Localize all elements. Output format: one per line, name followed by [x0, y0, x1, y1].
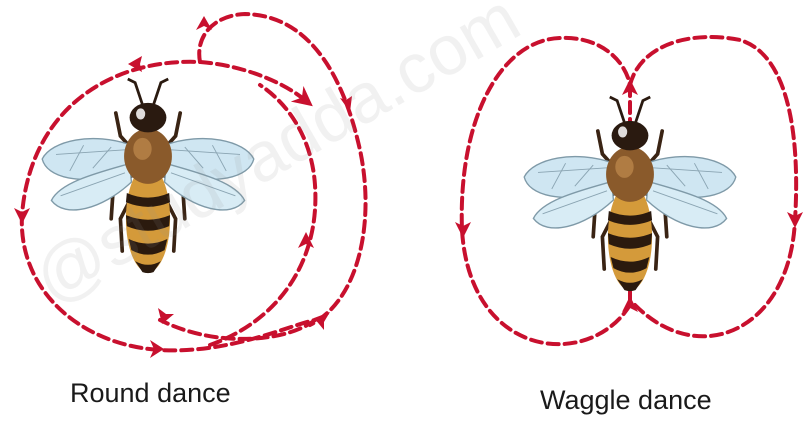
arrowhead-icon	[14, 208, 30, 224]
round-dance-inner-return	[160, 320, 315, 339]
arrowhead-icon	[196, 16, 212, 30]
honeybee-icon	[524, 97, 736, 291]
waggle-dance-caption: Waggle dance	[540, 385, 712, 416]
round-dance-caption: Round dance	[70, 378, 231, 409]
